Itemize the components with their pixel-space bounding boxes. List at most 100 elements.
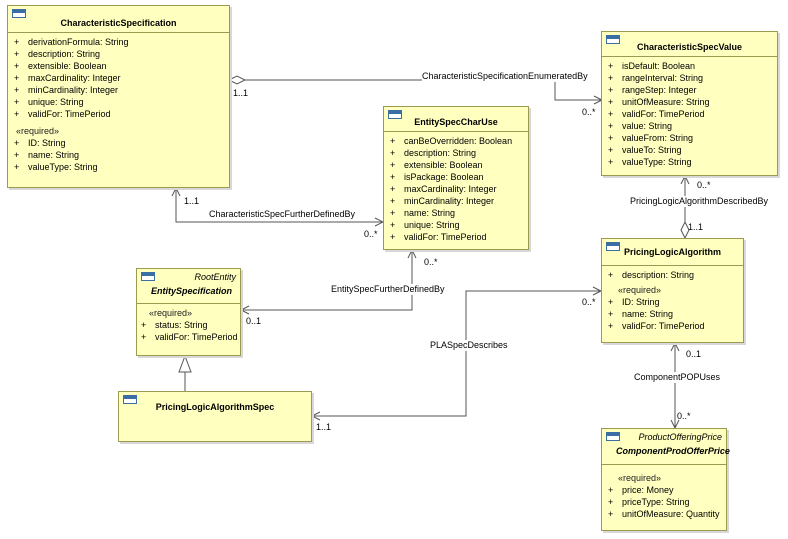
class-icon [123, 395, 137, 404]
class-characteristic-spec-value[interactable]: CharacteristicSpecValue + isDefault: Bool… [601, 31, 778, 176]
attribute-row: + validFor: TimePeriod [608, 108, 773, 120]
visibility: + [608, 270, 614, 280]
attribute-row: +rangeInterval: String [608, 72, 773, 84]
class-name: PricingLogicAlgorithm [623, 247, 721, 257]
attribute-row: +ID: String [14, 137, 225, 149]
class-name: CharacteristicSpecValue [636, 42, 743, 52]
attribute: isDefault: Boolean [622, 61, 696, 71]
class-icon [12, 9, 26, 18]
multiplicity: 0..* [697, 180, 711, 190]
class-header: CharacteristicSpecValue [602, 32, 777, 52]
visibility: + [14, 138, 20, 148]
attribute-row: +unique: String [390, 219, 524, 231]
visibility: + [14, 73, 20, 83]
attribute: derivationFormula: String [28, 37, 129, 47]
class-component-prod-offer-price[interactable]: ProductOfferingPrice ComponentProdOfferP… [601, 428, 730, 531]
attribute: description: String [622, 270, 695, 280]
visibility: + [390, 232, 396, 242]
attribute: validFor: TimePeriod [622, 109, 705, 119]
attribute: isPackage: Boolean [404, 172, 484, 182]
assoc-line-pla-spec-describes [312, 290, 601, 417]
class-header: CharacteristicSpecification [8, 6, 229, 28]
class-header: PricingLogicAlgorithmSpec [119, 392, 311, 412]
visibility: + [390, 136, 396, 146]
visibility: + [14, 37, 20, 47]
attribute: validFor: TimePeriod [404, 232, 487, 242]
visibility: + [608, 321, 614, 331]
class-icon [606, 35, 620, 44]
attribute: valueTo: String [622, 145, 682, 155]
compartment-separator [8, 32, 229, 33]
attribute: ID: String [622, 297, 660, 307]
assoc-label-char-spec-further-defined-by: CharacteristicSpecFurtherDefinedBy [209, 209, 356, 220]
attribute-row: +extensible: Boolean [390, 159, 524, 171]
attribute: description: String [28, 49, 101, 59]
visibility: + [608, 121, 614, 131]
multiplicity: 0..* [582, 107, 596, 117]
visibility: + [390, 196, 396, 206]
assoc-label-entity-spec-further-defined-by: EntitySpecFurtherDefinedBy [331, 284, 445, 295]
attribute-row: + description: String [608, 269, 739, 281]
attribute-list: «required» +status: String +validFor: Ti… [137, 304, 240, 343]
class-entity-spec-char-use[interactable]: EntitySpecCharUse + canBeOverridden: Bool… [383, 106, 529, 250]
class-icon [606, 242, 620, 251]
assoc-line-entity-spec-further-defined-by [241, 250, 413, 311]
compartment-separator [602, 56, 777, 57]
attribute: price: Money [622, 485, 674, 495]
multiplicity: 1..1 [233, 88, 249, 98]
attribute: maxCardinality: Integer [404, 184, 497, 194]
attribute: validFor: TimePeriod [622, 321, 705, 331]
visibility: + [141, 320, 147, 330]
required-stereotype: «required» [16, 126, 60, 136]
attribute-row: + isDefault: Boolean [608, 60, 773, 72]
visibility: + [608, 97, 614, 107]
visibility: + [608, 297, 614, 307]
assoc-label-pla-spec-describes: PLASpecDescribes [430, 340, 508, 351]
visibility: + [608, 85, 614, 95]
attribute-row: +minCardinality: Integer [14, 84, 225, 96]
attribute: extensible: Boolean [28, 61, 107, 71]
class-entity-specification[interactable]: RootEntity EntitySpecification «required… [136, 268, 241, 356]
arrowhead [239, 305, 250, 315]
visibility: + [608, 61, 614, 71]
attribute-row: +valueFrom: String [608, 132, 773, 144]
multiplicity: 0..* [582, 297, 596, 307]
attribute-row: +description: String [14, 48, 225, 60]
attribute: value: String [622, 121, 673, 131]
assoc-label-pricing-logic-algorithm-described-by: PricingLogicAlgorithmDescribedBy [630, 196, 769, 207]
attribute: valueType: String [28, 162, 98, 172]
attribute-row: + minCardinality: Integer [390, 195, 524, 207]
attribute: description: String [404, 148, 477, 158]
visibility: + [14, 150, 20, 160]
attribute-row: +unitOfMeasure: Quantity [608, 508, 722, 520]
class-pricing-logic-algorithm[interactable]: PricingLogicAlgorithm + description: Stri… [601, 238, 744, 343]
multiplicity: 0..* [364, 229, 378, 239]
multiplicity: 0..* [424, 257, 438, 267]
visibility: + [608, 497, 614, 507]
visibility: + [608, 109, 614, 119]
class-icon [141, 272, 155, 281]
visibility: + [608, 485, 614, 495]
class-header: EntitySpecCharUse [384, 107, 528, 127]
visibility: + [14, 162, 20, 172]
class-header: ProductOfferingPrice ComponentProdOfferP… [602, 429, 730, 456]
visibility: + [390, 148, 396, 158]
attribute: minCardinality: Integer [404, 196, 495, 206]
attribute: canBeOverridden: Boolean [404, 136, 513, 146]
required-stereotype: «required» [149, 308, 193, 318]
attribute-row: + canBeOverridden: Boolean [390, 135, 524, 147]
attribute: extensible: Boolean [404, 160, 483, 170]
attribute-row: +name: String [14, 149, 225, 161]
class-pricing-logic-algorithm-spec[interactable]: PricingLogicAlgorithmSpec [118, 391, 312, 442]
compartment-separator [602, 265, 743, 266]
visibility: + [608, 309, 614, 319]
multiplicity: 1..1 [316, 422, 332, 432]
attribute: minCardinality: Integer [28, 85, 119, 95]
class-characteristic-specification[interactable]: CharacteristicSpecification + derivationF… [7, 5, 230, 188]
class-name: EntitySpecification [151, 286, 233, 296]
attribute-row: + validFor: TimePeriod [608, 320, 739, 332]
attribute-row: +valueType: String [608, 156, 773, 168]
attribute-row: +name: String [390, 207, 524, 219]
class-name: CharacteristicSpecification [60, 18, 177, 28]
class-name: EntitySpecCharUse [414, 117, 498, 127]
